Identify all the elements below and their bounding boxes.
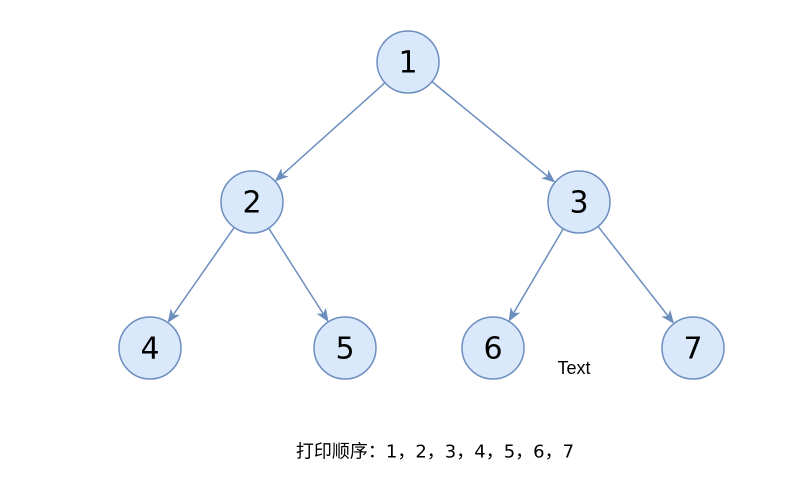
edge-line <box>512 228 564 314</box>
tree-node-2: 2 <box>220 170 284 234</box>
edge-line <box>172 226 235 316</box>
edge-line <box>268 227 325 315</box>
print-order-caption: 打印顺序：1，2，3，4，5，6，7 <box>296 442 574 463</box>
node-circle <box>661 316 725 380</box>
arrow-head-icon <box>167 308 180 323</box>
node-label: 1 <box>398 46 417 81</box>
node-label: 4 <box>140 332 159 367</box>
tree-node-3: 3 <box>547 170 611 234</box>
node-label: 5 <box>335 332 354 367</box>
node-label: 6 <box>483 332 502 367</box>
edge-line <box>281 82 386 176</box>
tree-node-7: 7 <box>661 316 725 380</box>
arrow-head-icon <box>316 307 329 323</box>
edge-n3-n7 <box>597 225 675 324</box>
node-label: 3 <box>569 186 588 221</box>
arrow-head-icon <box>541 169 556 183</box>
edge-n2-n5 <box>268 227 329 323</box>
node-label: 7 <box>683 332 702 367</box>
edge-n1-n3 <box>431 81 556 183</box>
edge-n2-n4 <box>167 226 235 323</box>
tree-node-6: 6 <box>461 316 525 380</box>
nodes-layer: 1 2 3 4 5 6 7 <box>118 30 725 380</box>
node-label: 2 <box>242 186 261 221</box>
edge-line <box>431 81 549 178</box>
edges-layer <box>167 81 675 324</box>
node-circle <box>313 316 377 380</box>
edge-n3-n6 <box>508 228 564 322</box>
node-circle <box>461 316 525 380</box>
tree-node-5: 5 <box>313 316 377 380</box>
node-circle <box>376 30 440 94</box>
node-circle <box>220 170 284 234</box>
node-circle <box>547 170 611 234</box>
arrow-head-icon <box>508 306 521 322</box>
arrow-head-icon <box>661 309 675 324</box>
tree-node-4: 4 <box>118 316 182 380</box>
arrow-head-icon <box>274 168 289 182</box>
edge-line <box>597 225 669 317</box>
edge-n1-n2 <box>274 82 386 182</box>
node-circle <box>118 316 182 380</box>
tree-node-1: 1 <box>376 30 440 94</box>
free-text-label: Text <box>557 358 590 378</box>
